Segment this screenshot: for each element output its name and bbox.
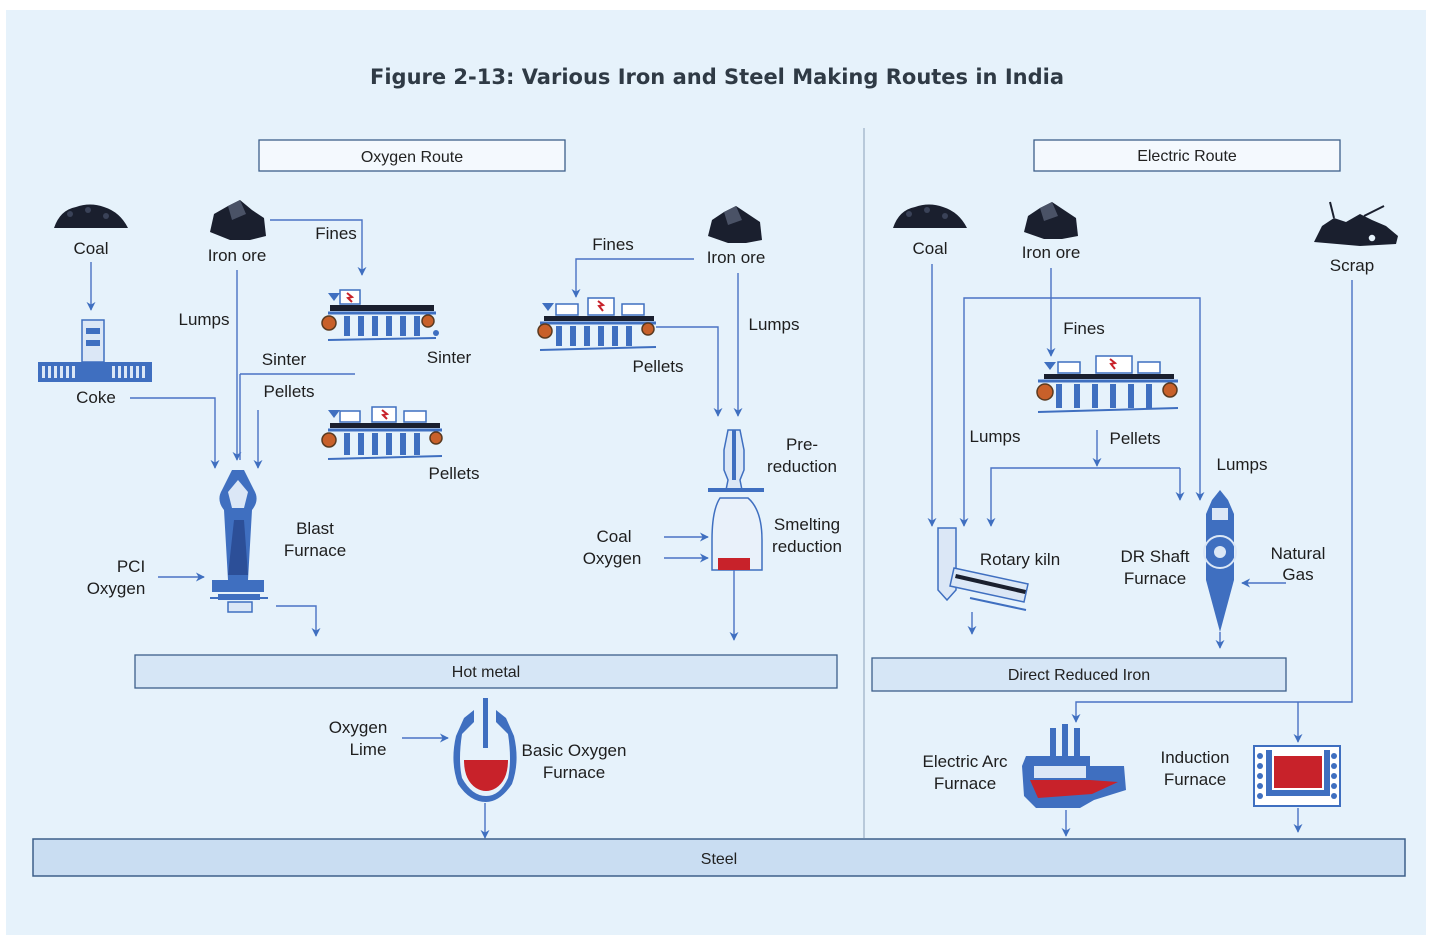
pre-reduction-label-1: Pre- (786, 435, 818, 454)
dr-shaft-label-1: DR Shaft (1121, 547, 1190, 566)
electric-route-label: Electric Route (1137, 148, 1237, 165)
oxygen-route-header: Oxygen Route (258, 139, 566, 172)
basic-oxygen-furnace-icon (453, 698, 517, 802)
steel-bar: Steel (32, 838, 1406, 877)
blast-furnace-label-2: Furnace (284, 541, 346, 560)
oxygen-label-bf: Oxygen (87, 579, 146, 598)
smelting-label-1: Smelting (774, 515, 840, 534)
fines-label-electric: Fines (1063, 319, 1105, 338)
iron-ore-icon-electric (1024, 202, 1078, 239)
lumps-label-electric-b: Lumps (1216, 455, 1267, 474)
lumps-label-electric-a: Lumps (969, 427, 1020, 446)
pre-reduction-label-2: reduction (767, 457, 837, 476)
scrap-label: Scrap (1330, 256, 1374, 275)
figure-title: Figure 2-13: Various Iron and Steel Maki… (370, 65, 1064, 89)
lime-label-bof: Lime (350, 740, 387, 759)
electric-arc-furnace-icon (1022, 724, 1126, 808)
pellets-label-right: Pellets (632, 357, 683, 376)
bof-label-2: Furnace (543, 763, 605, 782)
steel-label: Steel (701, 851, 737, 868)
pellet-plant-icon-electric (1036, 355, 1179, 413)
pellets-label-machine: Pellets (428, 464, 479, 483)
pci-label: PCI (117, 557, 145, 576)
blast-furnace-icon (210, 470, 268, 613)
lumps-label-oxygen: Lumps (178, 310, 229, 329)
dr-shaft-furnace-icon (1203, 490, 1237, 632)
blast-furnace-label-1: Blast (296, 519, 334, 538)
oxygen-label-bof: Oxygen (329, 718, 388, 737)
iron-ore-icon (210, 200, 266, 240)
bof-label-1: Basic Oxygen (522, 741, 627, 760)
iron-ore-label-oxygen: Iron ore (208, 246, 267, 265)
hot-metal-bar: Hot metal (134, 654, 838, 689)
induction-label-2: Furnace (1164, 770, 1226, 789)
oxygen-route-label: Oxygen Route (361, 149, 463, 166)
natural-gas-label-1: Natural (1271, 544, 1326, 563)
natural-gas-label-2: Gas (1282, 565, 1313, 584)
iron-ore-label-right: Iron ore (707, 248, 766, 267)
hot-metal-label: Hot metal (452, 664, 520, 681)
sinter-label-machine: Sinter (427, 348, 472, 367)
sinter-label-flow: Sinter (262, 350, 307, 369)
iron-ore-label-electric: Iron ore (1022, 243, 1081, 262)
pellets-label-flow: Pellets (263, 382, 314, 401)
pellets-label-electric: Pellets (1109, 429, 1160, 448)
lumps-label-right: Lumps (748, 315, 799, 334)
oxygen-label-sr: Oxygen (583, 549, 642, 568)
electric-route-header: Electric Route (1033, 139, 1341, 172)
fines-label-oxygen: Fines (315, 224, 357, 243)
pellet-plant-icon (321, 406, 443, 460)
dr-shaft-label-2: Furnace (1124, 569, 1186, 588)
coal-icon (54, 204, 128, 228)
coal-label-sr: Coal (597, 527, 632, 546)
coke-oven-icon (38, 319, 152, 382)
coke-label: Coke (76, 388, 116, 407)
direct-reduced-iron-bar: Direct Reduced Iron (871, 657, 1287, 692)
smelting-label-2: reduction (772, 537, 842, 556)
induction-label-1: Induction (1161, 748, 1230, 767)
pellet-plant-icon-right (537, 297, 657, 351)
eaf-label-1: Electric Arc (922, 752, 1008, 771)
rotary-kiln-label: Rotary kiln (980, 550, 1060, 569)
iron-ore-icon-right (708, 206, 762, 243)
sinter-machine-icon (321, 289, 439, 341)
scrap-icon (1314, 201, 1398, 246)
induction-furnace-icon (1253, 745, 1341, 807)
dri-label: Direct Reduced Iron (1008, 667, 1150, 684)
fines-label-right: Fines (592, 235, 634, 254)
coal-icon-electric (893, 204, 967, 228)
smelting-reduction-vessel-icon (708, 429, 764, 641)
coal-label-electric: Coal (913, 239, 948, 258)
eaf-label-2: Furnace (934, 774, 996, 793)
rotary-kiln-icon (937, 527, 1029, 611)
coal-label-oxygen: Coal (74, 239, 109, 258)
